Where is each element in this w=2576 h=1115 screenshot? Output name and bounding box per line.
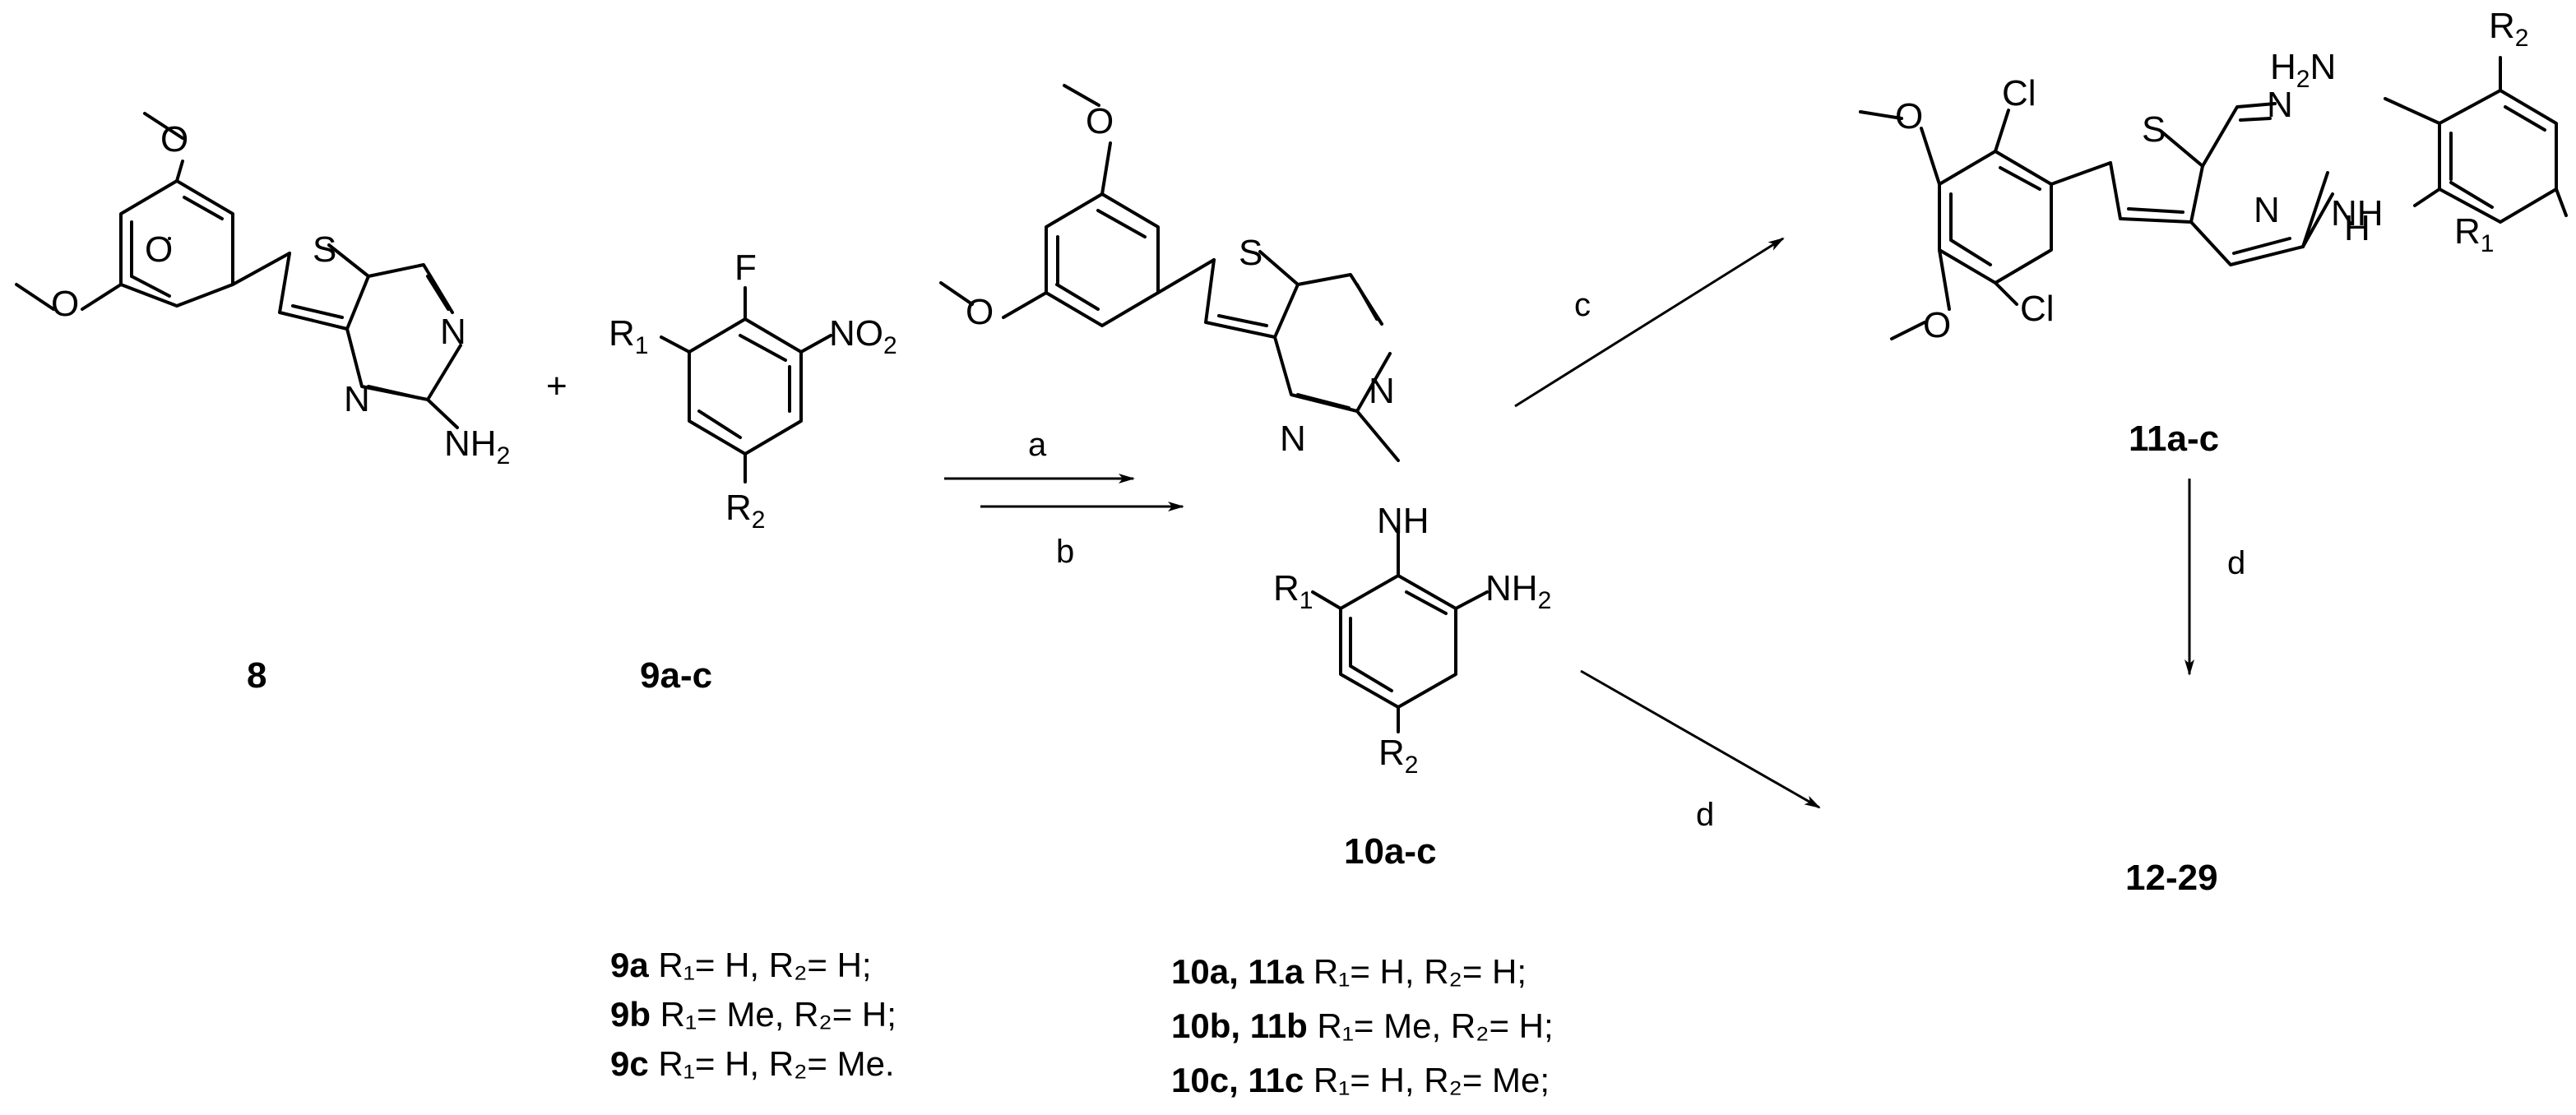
svg-text:S: S <box>2142 109 2166 150</box>
svg-text:O: O <box>966 292 994 332</box>
svg-text:Cl: Cl <box>2002 73 2036 113</box>
condition-d-vertical: d <box>2227 545 2245 581</box>
svg-text:R2: R2 <box>2489 6 2528 52</box>
svg-text:N: N <box>1280 419 1306 459</box>
compound-8-structure: S N N NH2 O O O <box>15 112 510 470</box>
svg-text:NH: NH <box>2331 193 2384 234</box>
compound-9-label: 9a-c <box>640 655 712 696</box>
legend-10-row: 10a, 11a R₁= H, R₂= H; <box>1171 952 1527 991</box>
condition-c: c <box>1574 287 1591 323</box>
svg-text:NO2: NO2 <box>829 313 897 359</box>
svg-text:S: S <box>313 229 336 270</box>
compound-10-structure: S N N NH NH2 R1 R2 O O <box>939 84 1551 779</box>
svg-text:NH2: NH2 <box>1485 568 1551 614</box>
reaction-arrow-d-diagonal <box>1580 669 1821 809</box>
svg-text:N: N <box>344 379 370 419</box>
svg-text:R1: R1 <box>1273 568 1313 614</box>
svg-text:O: O <box>1895 96 1923 136</box>
svg-text:H2N: H2N <box>2270 47 2336 93</box>
condition-b: b <box>1056 534 1074 570</box>
compound-9-structure: F NO2 R1 R2 <box>609 248 897 534</box>
svg-text:NH2: NH2 <box>444 423 510 470</box>
svg-text:O: O <box>51 284 79 324</box>
plus-sign: + <box>546 366 568 406</box>
svg-text:R1: R1 <box>609 313 648 359</box>
svg-text:R1: R1 <box>2454 211 2494 257</box>
compound-8-label: 8 <box>247 655 266 696</box>
legend-9-row: 9b R₁= Me, R₂= H; <box>610 995 897 1034</box>
svg-text:O: O <box>160 119 188 160</box>
legend-10-11: 10a, 11a R₁= H, R₂= H; 10b, 11b R₁= Me, … <box>1171 952 1554 1099</box>
condition-d-diagonal: d <box>1696 797 1714 833</box>
svg-text:F: F <box>734 248 757 288</box>
svg-text:N: N <box>2267 85 2293 125</box>
svg-text:R2: R2 <box>725 488 765 534</box>
compound-11-structure: S N N NH H H2N R2 R1 Cl Cl O O <box>1859 6 2568 345</box>
svg-text:N: N <box>1369 371 1395 411</box>
svg-text:NH: NH <box>1377 501 1429 541</box>
condition-a: a <box>1028 427 1047 463</box>
svg-text:N: N <box>2254 190 2280 230</box>
svg-text:S: S <box>1239 233 1263 273</box>
svg-text:H: H <box>2344 208 2370 248</box>
legend-9-row: 9c R₁= H, R₂= Me. <box>610 1044 895 1083</box>
legend-10-row: 10c, 11c R₁= H, R₂= Me; <box>1171 1061 1550 1099</box>
svg-text:Cl: Cl <box>2020 289 2055 329</box>
svg-text:O: O <box>1086 101 1114 141</box>
svg-text:O: O <box>1923 305 1951 345</box>
legend-10-row: 10b, 11b R₁= Me, R₂= H; <box>1171 1006 1554 1045</box>
svg-text:O: O <box>145 229 173 270</box>
legend-9: 9a R₁= H, R₂= H; 9b R₁= Me, R₂= H; 9c R₁… <box>610 946 897 1083</box>
compound-12-29-label: 12-29 <box>2125 858 2218 898</box>
compound-11-label: 11a-c <box>2129 419 2219 459</box>
compound-10-label: 10a-c <box>1344 831 1437 872</box>
reaction-arrow-c <box>1514 237 1785 408</box>
svg-text:R2: R2 <box>1378 733 1418 779</box>
legend-9-row: 9a R₁= H, R₂= H; <box>610 946 872 984</box>
svg-text:N: N <box>440 312 466 352</box>
